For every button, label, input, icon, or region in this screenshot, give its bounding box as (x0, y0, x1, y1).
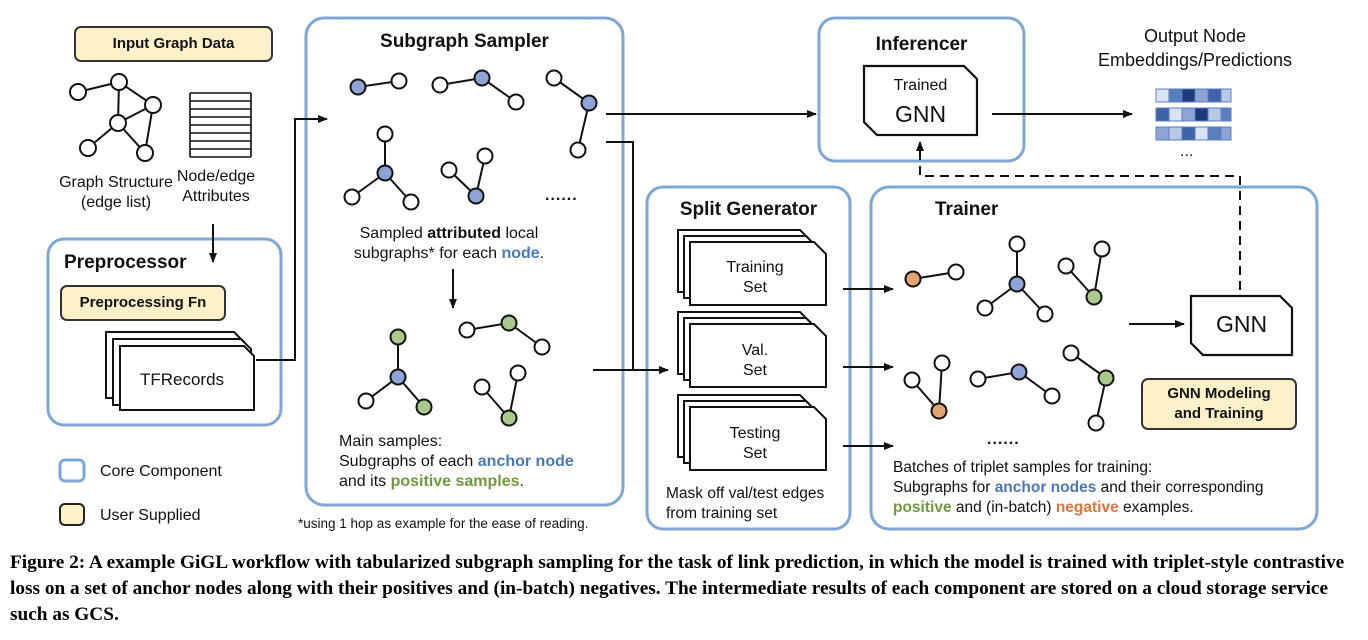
sampler-footnote: *using 1 hop as example for the ease of … (298, 516, 589, 531)
tfrecords-stack (105, 331, 255, 411)
split-generator-title: Split Generator (679, 199, 818, 220)
legend-user-swatch (59, 503, 85, 526)
sampler-box (304, 16, 625, 507)
trainer-subgraphs (903, 235, 1115, 432)
trainer-title: Trainer (935, 199, 999, 220)
graph-structure-label: Graph Structure(edge list) (59, 174, 173, 211)
input-graph-structure (69, 73, 162, 162)
batch-description: Batches of triplet samples for training:… (893, 459, 1264, 516)
legend-core-label: Core Component (100, 463, 222, 480)
preprocessing-fn-label: Preprocessing Fn (60, 285, 226, 321)
preprocessor-title: Preprocessor (64, 252, 187, 273)
legend-user-label: User Supplied (100, 507, 201, 524)
inferencer-gnn-label: GNN (894, 101, 947, 127)
attributes-table-icon (189, 92, 252, 158)
legend-core-swatch (58, 458, 86, 483)
trainer-box (869, 185, 1319, 531)
split-stacks (677, 229, 827, 471)
trainer-gnn-card (1189, 294, 1294, 357)
output-embeddings-icon (1155, 88, 1232, 141)
trained-gnn-card (862, 64, 979, 137)
input-graph-data-label: Input Graph Data (74, 26, 273, 62)
main-samples-description: Main samples: Subgraphs of each anchor n… (339, 433, 574, 490)
split-box (645, 185, 852, 531)
trained-label: Trained (893, 77, 948, 94)
flow-arrows (209, 110, 1241, 450)
sampler-ellipsis: ...... (545, 187, 578, 204)
preprocessor-box (46, 237, 283, 427)
workflow-diagram (46, 16, 1319, 531)
trainer-ellipsis: ...... (987, 431, 1020, 448)
val-set-label: Val.Set (741, 342, 769, 379)
inferencer-title: Inferencer (875, 34, 968, 55)
trainer-gnn-label: GNN (1215, 311, 1268, 337)
figure-caption: Figure 2: A example GiGL workflow with t… (10, 552, 1345, 625)
sampled-subgraphs (343, 69, 598, 427)
sampler-title: Subgraph Sampler (380, 31, 549, 52)
tfrecords-label: TFRecords (139, 370, 225, 389)
inferencer-box (817, 16, 1026, 163)
output-ellipsis: ... (1180, 143, 1194, 160)
sampled-description: Sampled attributed local subgraphs* for … (353, 225, 545, 262)
